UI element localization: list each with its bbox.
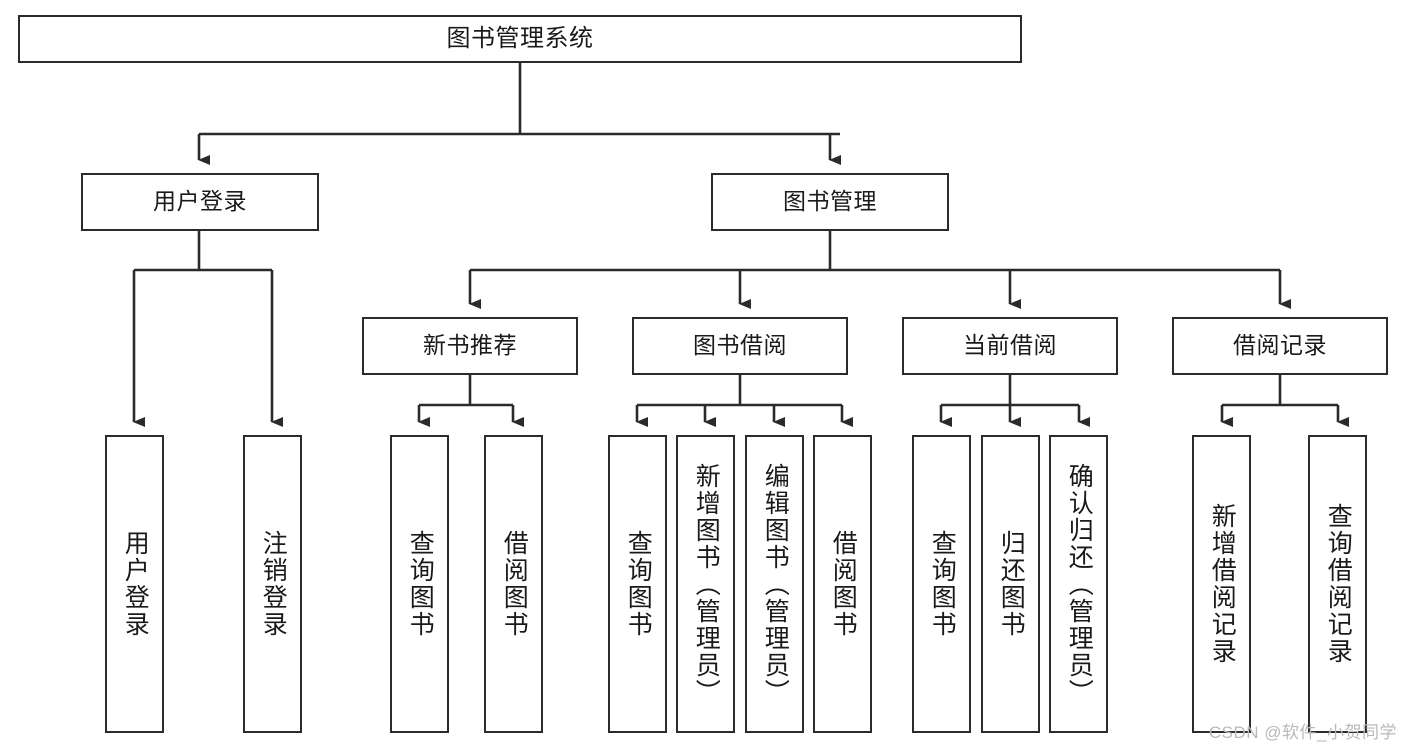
node-book-borrow-label: 图书借阅 — [693, 332, 787, 359]
leaf-borrow-book-1[interactable]: 借阅图书 — [484, 435, 543, 733]
node-root[interactable]: 图书管理系统 — [18, 15, 1022, 63]
leaf-user-login[interactable]: 用户登录 — [105, 435, 164, 733]
leaf-query-book-1[interactable]: 查询图书 — [390, 435, 449, 733]
node-book-management-label: 图书管理 — [783, 188, 877, 215]
leaf-return-book-label: 归还图书 — [997, 530, 1026, 638]
node-borrow-record[interactable]: 借阅记录 — [1172, 317, 1388, 375]
node-book-management[interactable]: 图书管理 — [711, 173, 949, 231]
leaf-add-record[interactable]: 新增借阅记录 — [1192, 435, 1251, 733]
node-book-borrow[interactable]: 图书借阅 — [632, 317, 848, 375]
csdn-watermark: CSDN @软件_小贺同学 — [1208, 723, 1397, 742]
leaf-user-login-label: 用户登录 — [121, 530, 150, 638]
leaf-confirm-return-label: 确认归还（管理员） — [1065, 462, 1094, 706]
node-root-label: 图书管理系统 — [446, 24, 594, 52]
leaf-query-record-label: 查询借阅记录 — [1324, 503, 1353, 665]
node-current-borrow-label: 当前借阅 — [963, 332, 1057, 359]
node-current-borrow[interactable]: 当前借阅 — [902, 317, 1118, 375]
leaf-query-book-3[interactable]: 查询图书 — [912, 435, 971, 733]
leaf-borrow-book-2[interactable]: 借阅图书 — [813, 435, 872, 733]
leaf-query-book-1-label: 查询图书 — [406, 530, 435, 638]
leaf-user-logout[interactable]: 注销登录 — [243, 435, 302, 733]
node-borrow-record-label: 借阅记录 — [1233, 332, 1327, 359]
leaf-edit-book-label: 编辑图书（管理员） — [761, 462, 790, 706]
node-user-login-label: 用户登录 — [153, 188, 247, 215]
leaf-edit-book[interactable]: 编辑图书（管理员） — [745, 435, 804, 733]
leaf-user-logout-label: 注销登录 — [259, 530, 288, 638]
leaf-query-book-2[interactable]: 查询图书 — [608, 435, 667, 733]
node-user-login[interactable]: 用户登录 — [81, 173, 319, 231]
leaf-query-record[interactable]: 查询借阅记录 — [1308, 435, 1367, 733]
leaf-add-book[interactable]: 新增图书（管理员） — [676, 435, 735, 733]
leaf-query-book-3-label: 查询图书 — [928, 530, 957, 638]
leaf-borrow-book-1-label: 借阅图书 — [500, 530, 529, 638]
leaf-add-book-label: 新增图书（管理员） — [692, 462, 721, 706]
leaf-query-book-2-label: 查询图书 — [624, 530, 653, 638]
leaf-return-book[interactable]: 归还图书 — [981, 435, 1040, 733]
node-new-book-recommend-label: 新书推荐 — [423, 332, 517, 359]
leaf-borrow-book-2-label: 借阅图书 — [829, 530, 858, 638]
leaf-add-record-label: 新增借阅记录 — [1208, 503, 1237, 665]
node-new-book-recommend[interactable]: 新书推荐 — [362, 317, 578, 375]
leaf-confirm-return[interactable]: 确认归还（管理员） — [1049, 435, 1108, 733]
